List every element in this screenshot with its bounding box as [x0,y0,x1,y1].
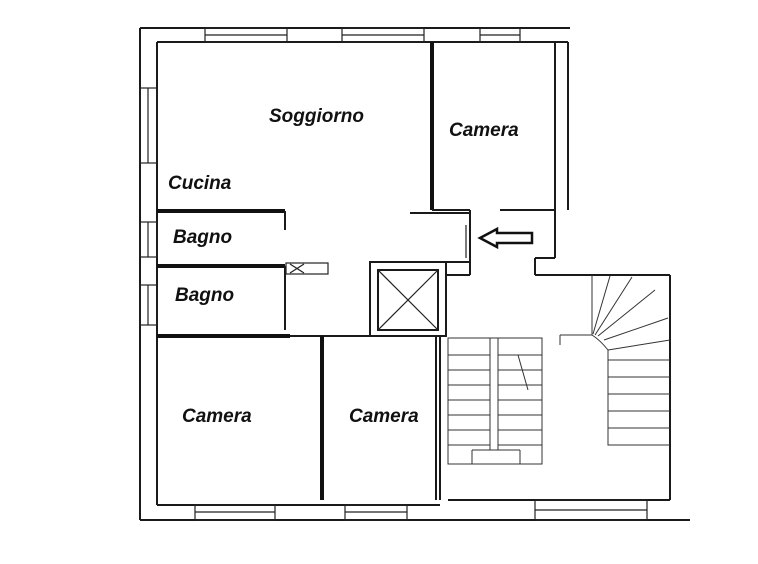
interior-walls [157,42,670,500]
windows-bottom [194,499,648,521]
room-label-camera-bottom-left: Camera [182,406,252,427]
room-label-bagno-2: Bagno [175,285,234,306]
windows-top [204,27,521,43]
windows-left [139,87,158,326]
staircase [447,275,671,465]
elevator-shaft-icon [369,261,471,337]
room-label-bagno-1: Bagno [173,227,232,248]
arrow-left-icon [477,226,534,250]
room-label-camera-top: Camera [449,120,519,141]
stair-steps-left [448,354,490,446]
stair-steps-right [498,354,542,446]
room-label-soggiorno: Soggiorno [269,106,364,127]
room-label-cucina: Cucina [168,173,232,194]
room-label-camera-bottom-middle: Camera [349,406,419,427]
